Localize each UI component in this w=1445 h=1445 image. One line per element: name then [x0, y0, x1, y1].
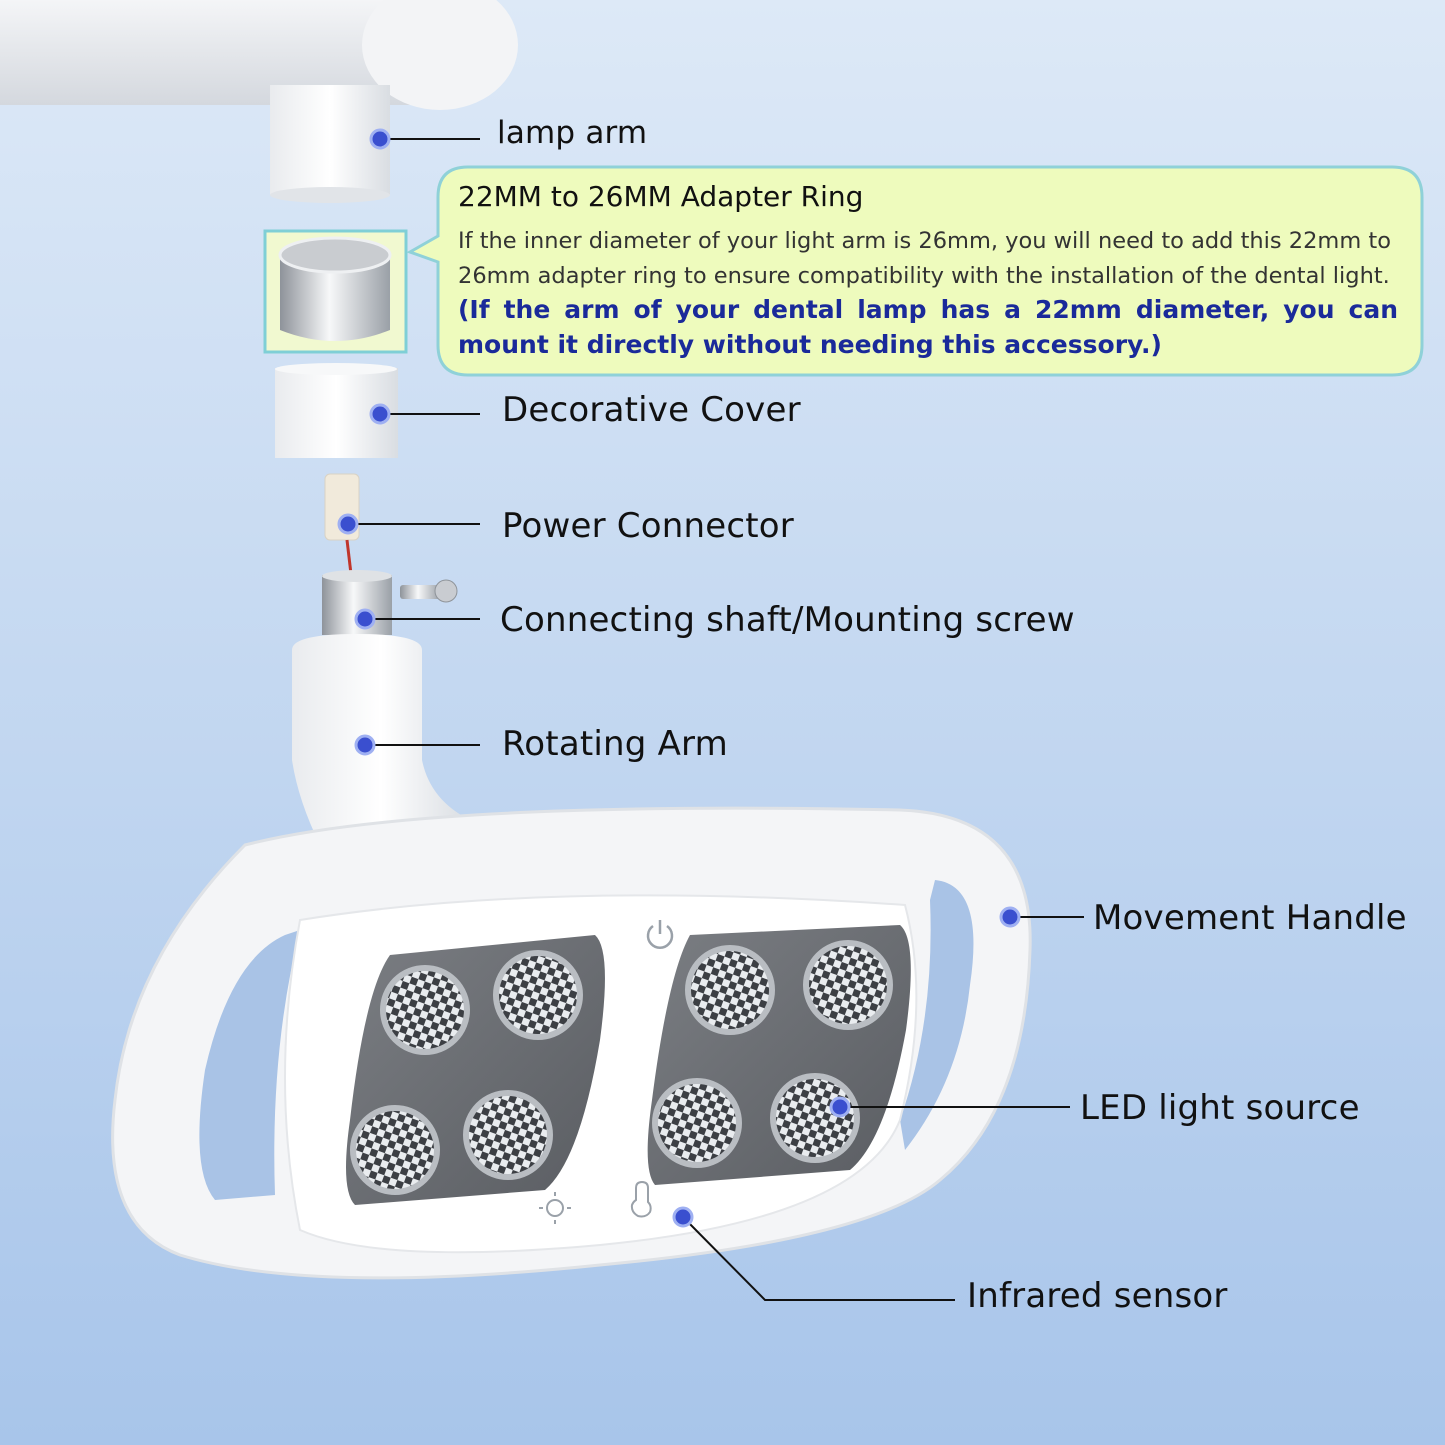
rotating-arm-part: [292, 634, 470, 845]
led-light-source-part: [652, 1078, 742, 1168]
decorative-cover-marker: [369, 403, 391, 425]
leader-lines: [348, 138, 1084, 1301]
lamp-head: [111, 806, 1032, 1280]
adapter-callout-bubble: [406, 165, 1424, 377]
callout-title: 22MM to 26MM Adapter Ring: [458, 180, 864, 213]
temperature-icon: [630, 1180, 652, 1218]
connecting-shaft-marker: [354, 608, 376, 630]
led-light-source-marker: [829, 1096, 851, 1118]
power-icon: [646, 920, 674, 949]
brightness-icon: [539, 1192, 571, 1224]
infrared-sensor-marker: [672, 1206, 694, 1228]
lamp-arm-label: lamp arm: [497, 115, 648, 151]
movement-handle-label: Movement Handle: [1093, 898, 1407, 938]
decorative-cover-label: Decorative Cover: [502, 390, 801, 430]
power-connector-marker: [337, 513, 359, 535]
callout-note: (If the arm of your dental lamp has a 22…: [458, 295, 1398, 359]
markers: [337, 128, 1021, 1228]
led-light-source-label: LED light source: [1080, 1088, 1360, 1128]
lamp-arm-part: [0, 0, 518, 203]
power-connector-label: Power Connector: [502, 506, 794, 546]
movement-handle-marker: [999, 906, 1021, 928]
rotating-arm-marker: [354, 734, 376, 756]
connecting-shaft-label: Connecting shaft/Mounting screw: [500, 600, 1075, 640]
infrared-sensor-label: Infrared sensor: [967, 1276, 1228, 1316]
lamp-arm-marker: [369, 128, 391, 150]
rotating-arm-label: Rotating Arm: [502, 724, 728, 764]
callout-body: If the inner diameter of your light arm …: [458, 228, 1392, 289]
adapter-ring-part: [263, 229, 408, 354]
